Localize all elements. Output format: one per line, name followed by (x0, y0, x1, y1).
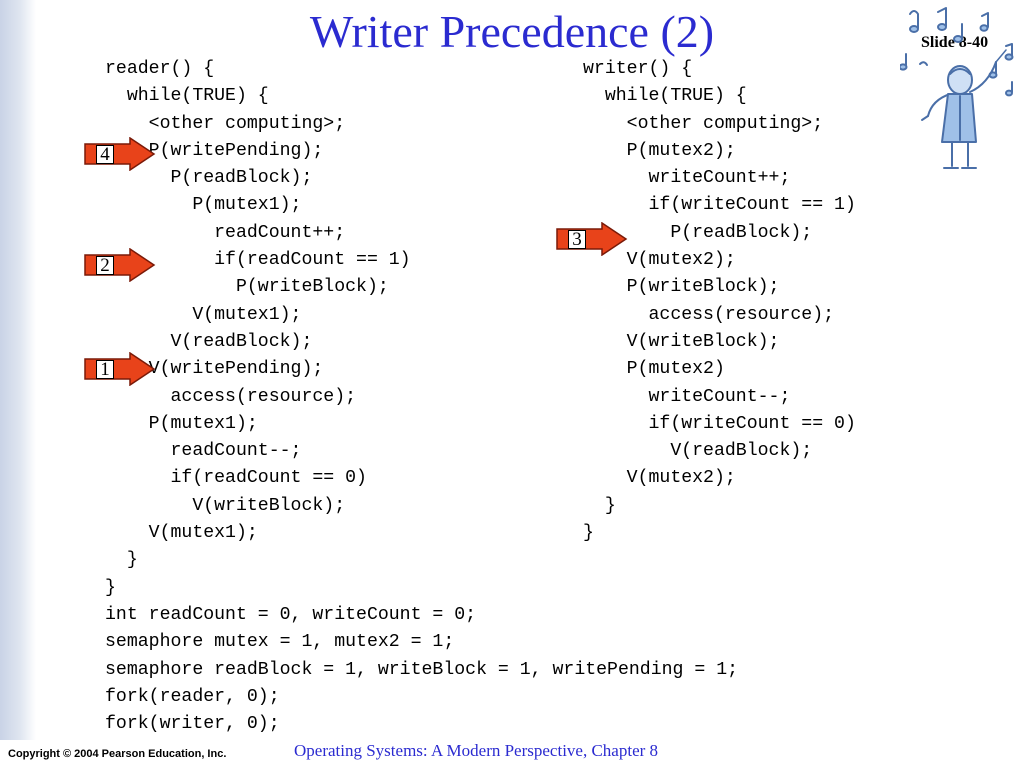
step-marker-2: 2 (84, 248, 156, 282)
right-arrow-icon (84, 248, 156, 282)
code-line: readCount--; (105, 441, 302, 462)
code-line: reader() { (105, 59, 215, 79)
code-line: V(writeBlock); (583, 331, 780, 352)
copyright-notice: Copyright © 2004 Pearson Education, Inc. (8, 748, 227, 760)
step-number: 2 (96, 256, 114, 275)
code-line: if(readCount == 0) (105, 468, 367, 489)
conductor-clipart-icon (900, 7, 1014, 169)
code-line: readCount++; (105, 222, 346, 243)
code-line: V(writePending); (105, 359, 324, 380)
code-line: writer() { (583, 59, 693, 79)
slide-title: Writer Precedence (2) (309, 6, 715, 57)
step-number: 3 (568, 230, 586, 249)
code-line: } (583, 495, 616, 516)
code-line: while(TRUE) { (105, 86, 269, 107)
code-line: semaphore readBlock = 1, writeBlock = 1,… (105, 659, 739, 680)
code-line: if(writeCount == 0) (583, 413, 856, 434)
code-line: } (105, 550, 138, 571)
reader-code-block: reader() { while(TRUE) { <other computin… (105, 56, 411, 602)
chapter-caption: Operating Systems: A Modern Perspective,… (294, 741, 659, 760)
step-number: 4 (96, 145, 114, 164)
code-line: fork(reader, 0); (105, 686, 280, 707)
code-line: semaphore mutex = 1, mutex2 = 1; (105, 632, 455, 653)
right-arrow-icon (556, 222, 628, 256)
code-line: } (105, 577, 116, 598)
writer-code-block: writer() { while(TRUE) { <other computin… (583, 56, 856, 547)
code-line: P(mutex1); (105, 413, 258, 434)
code-line: V(readBlock); (583, 441, 813, 462)
code-line: P(mutex1); (105, 195, 302, 216)
declarations-code-block: int readCount = 0, writeCount = 0; semaph… (105, 602, 738, 738)
code-line: V(writeBlock); (105, 495, 346, 516)
step-marker-1: 1 (84, 352, 156, 386)
step-marker-3: 3 (556, 222, 628, 256)
step-number: 1 (96, 360, 114, 379)
code-line: if(writeCount == 1) (583, 195, 856, 216)
code-line: writeCount--; (583, 386, 791, 407)
left-decorative-band (0, 0, 36, 740)
code-line: V(mutex1); (105, 523, 258, 544)
code-line: V(readBlock); (105, 331, 313, 352)
code-line: P(writeBlock); (583, 277, 780, 298)
code-line: V(mutex2); (583, 250, 736, 271)
code-line: fork(writer, 0); (105, 714, 280, 735)
code-line: if(readCount == 1) (105, 250, 411, 271)
code-line: P(writeBlock); (105, 277, 389, 298)
code-line: V(mutex1); (105, 304, 302, 325)
code-line: } (583, 523, 594, 544)
code-line: <other computing>; (583, 113, 824, 134)
code-line: P(mutex2) (583, 359, 725, 380)
code-line: P(readBlock); (583, 222, 813, 243)
right-arrow-icon (84, 137, 156, 171)
step-marker-4: 4 (84, 137, 156, 171)
code-line: while(TRUE) { (583, 86, 747, 107)
code-line: int readCount = 0, writeCount = 0; (105, 605, 477, 625)
code-line: access(resource); (105, 386, 357, 407)
slide-number: Slide 8-40 (921, 34, 989, 51)
code-line: P(mutex2); (583, 140, 736, 161)
code-line: P(writePending); (105, 140, 324, 161)
code-line: access(resource); (583, 304, 835, 325)
right-arrow-icon (84, 352, 156, 386)
code-line: <other computing>; (105, 113, 346, 134)
code-line: P(readBlock); (105, 168, 313, 189)
code-line: V(mutex2); (583, 468, 736, 489)
code-line: writeCount++; (583, 168, 791, 189)
